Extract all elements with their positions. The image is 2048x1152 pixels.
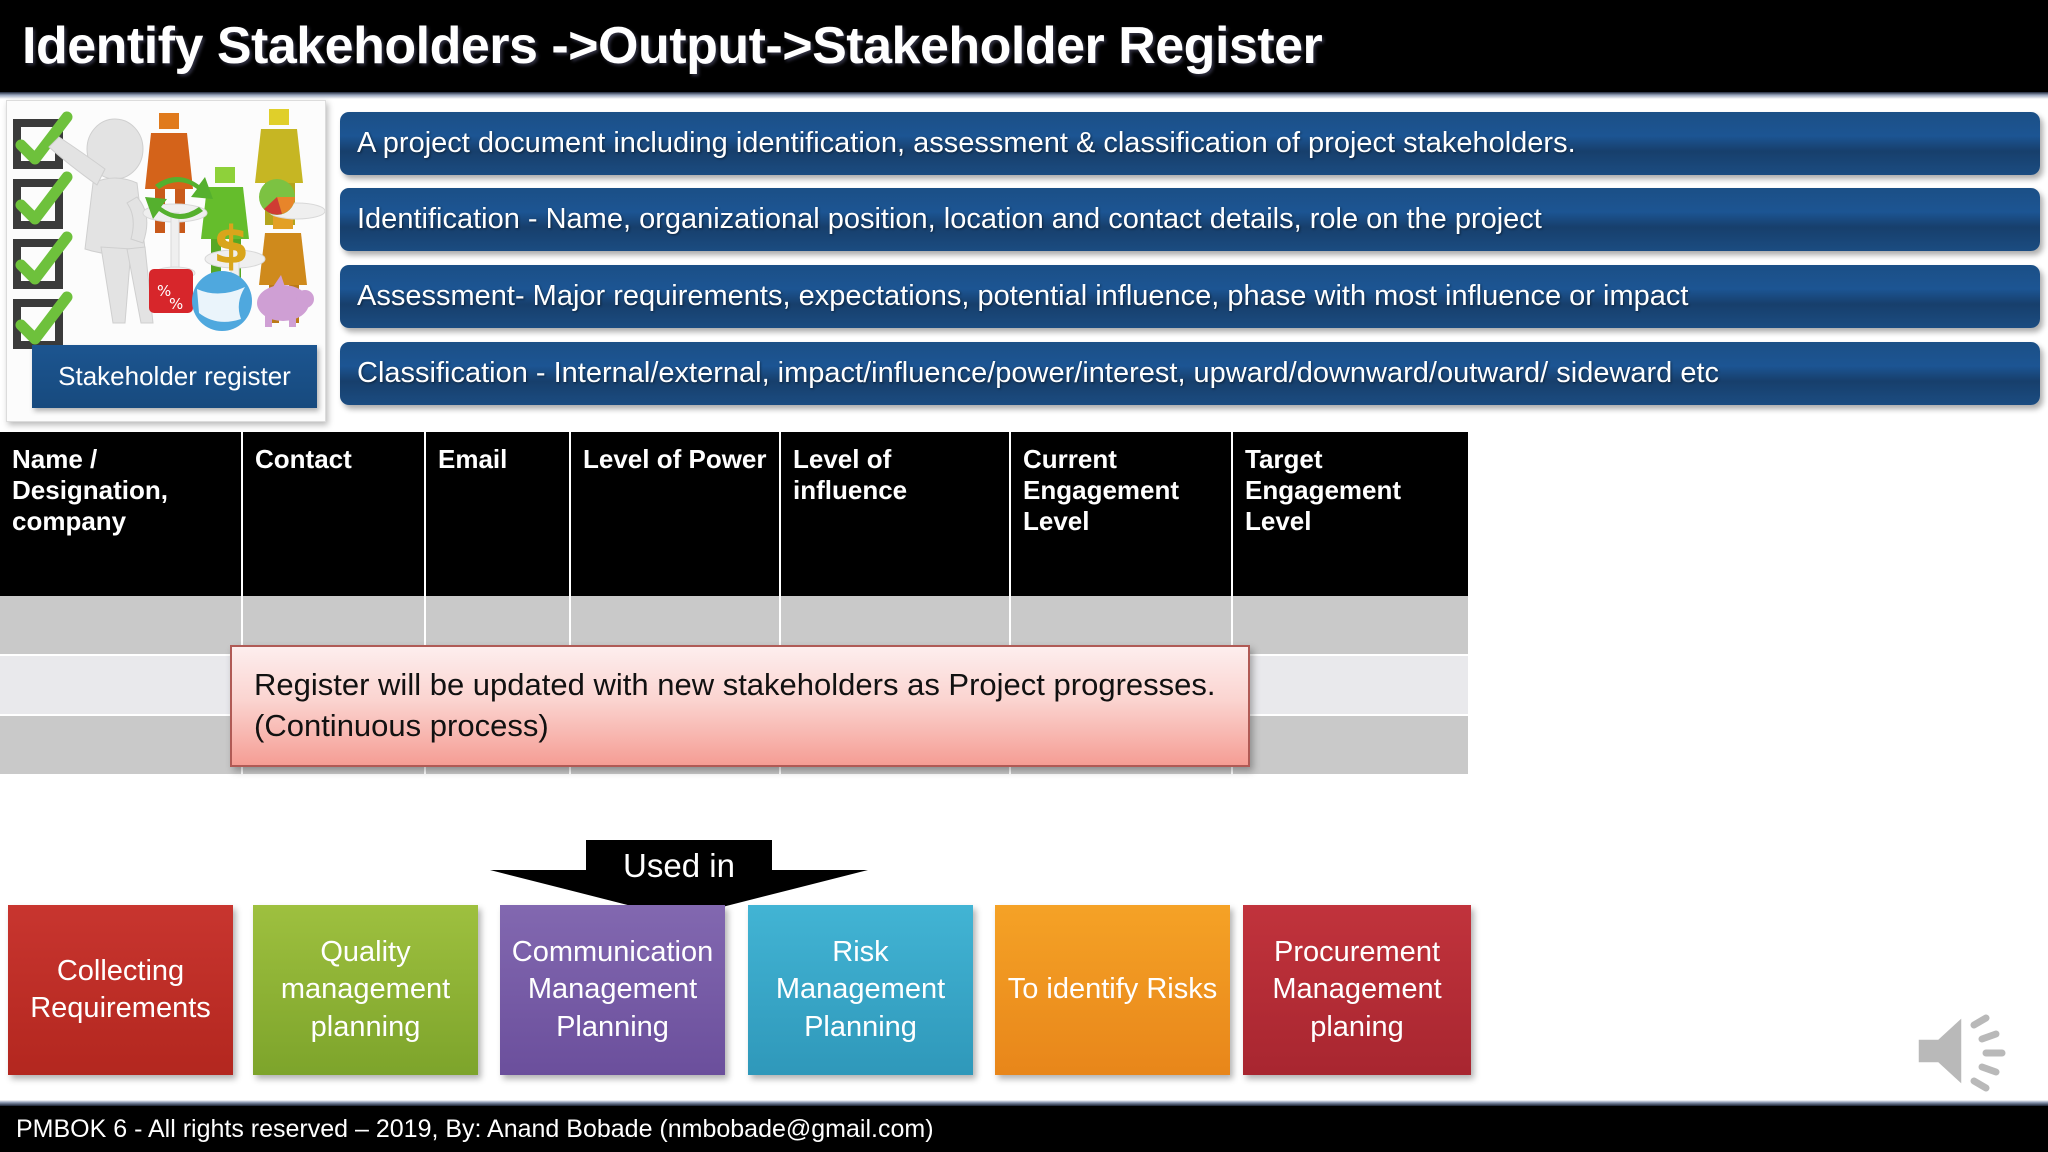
slide-title-bar: Identify Stakeholders ->Output->Stakehol… xyxy=(0,0,2048,92)
slide-footer-bar: PMBOK 6 - All rights reserved – 2019, By… xyxy=(0,1106,2048,1152)
table-cell[interactable] xyxy=(0,655,243,716)
column-header-email: Email xyxy=(425,432,571,596)
column-header-level-of-power: Level of Power xyxy=(570,432,781,596)
table-cell[interactable] xyxy=(1232,715,1468,776)
process-box-collecting-requirements[interactable]: Collecting Requirements xyxy=(8,905,233,1075)
bullet-bar-identification: Identification - Name, organizational po… xyxy=(340,188,2040,251)
process-box-label: Collecting Requirements xyxy=(30,954,211,1024)
process-box-communication-management-planning[interactable]: Communication Management Planning xyxy=(500,905,725,1075)
svg-text:%: % xyxy=(157,282,171,300)
used-in-down-arrow-icon xyxy=(490,840,868,918)
page-title: Identify Stakeholders ->Output->Stakehol… xyxy=(22,17,1323,75)
svg-text:$: $ xyxy=(213,216,249,276)
column-header-contact: Contact xyxy=(242,432,426,596)
speaker-audio-icon[interactable] xyxy=(1910,1005,2020,1097)
continuous-update-callout: Register will be updated with new stakeh… xyxy=(230,645,1250,767)
table-cell[interactable] xyxy=(0,715,243,776)
bullet-bar-label: Classification - Internal/external, impa… xyxy=(357,357,1720,389)
column-header-level-of-influence: Level of influence xyxy=(780,432,1011,596)
process-box-label: To identify Risks xyxy=(1007,973,1218,1006)
column-header-name-designation: Name / Designation, company xyxy=(0,432,243,596)
column-header-current-engagement: Current Engagement Level xyxy=(1010,432,1233,596)
bullet-bar-definition: A project document including identificat… xyxy=(340,112,2040,175)
thumbnail-caption-label: Stakeholder register xyxy=(58,361,291,391)
title-underline-divider xyxy=(0,92,2048,99)
table-header-row: Name / Designation, company Contact Emai… xyxy=(0,432,1468,596)
column-header-target-engagement: Target Engagement Level xyxy=(1232,432,1468,596)
bullet-bar-label: A project document including identificat… xyxy=(357,127,1576,159)
process-box-to-identify-risks[interactable]: To identify Risks xyxy=(995,905,1230,1075)
process-box-label: Procurement Management planing xyxy=(1272,936,1442,1043)
process-box-risk-management-planning[interactable]: Risk Management Planning xyxy=(748,905,973,1075)
table-cell[interactable] xyxy=(1232,596,1468,656)
process-box-procurement-management-planing[interactable]: Procurement Management planing xyxy=(1243,905,1471,1075)
footer-copyright: PMBOK 6 - All rights reserved – 2019, By… xyxy=(16,1114,934,1143)
process-box-label: Risk Management Planning xyxy=(775,936,946,1043)
process-box-quality-management-planning[interactable]: Quality management planning xyxy=(253,905,478,1075)
bullet-bar-label: Identification - Name, organizational po… xyxy=(357,203,1542,235)
bullet-bar-classification: Classification - Internal/external, impa… xyxy=(340,342,2040,405)
bullet-bar-label: Assessment- Major requirements, expectat… xyxy=(357,280,1689,312)
process-box-label: Quality management planning xyxy=(280,936,451,1043)
thumbnail-caption: Stakeholder register xyxy=(32,345,317,408)
bullet-bar-assessment: Assessment- Major requirements, expectat… xyxy=(340,265,2040,328)
table-cell[interactable] xyxy=(1232,655,1468,716)
svg-text:%: % xyxy=(169,295,183,313)
table-cell[interactable] xyxy=(0,596,243,656)
footer-divider xyxy=(0,1100,2048,1106)
callout-text: Register will be updated with new stakeh… xyxy=(254,667,1216,743)
process-box-label: Communication Management Planning xyxy=(511,936,714,1043)
